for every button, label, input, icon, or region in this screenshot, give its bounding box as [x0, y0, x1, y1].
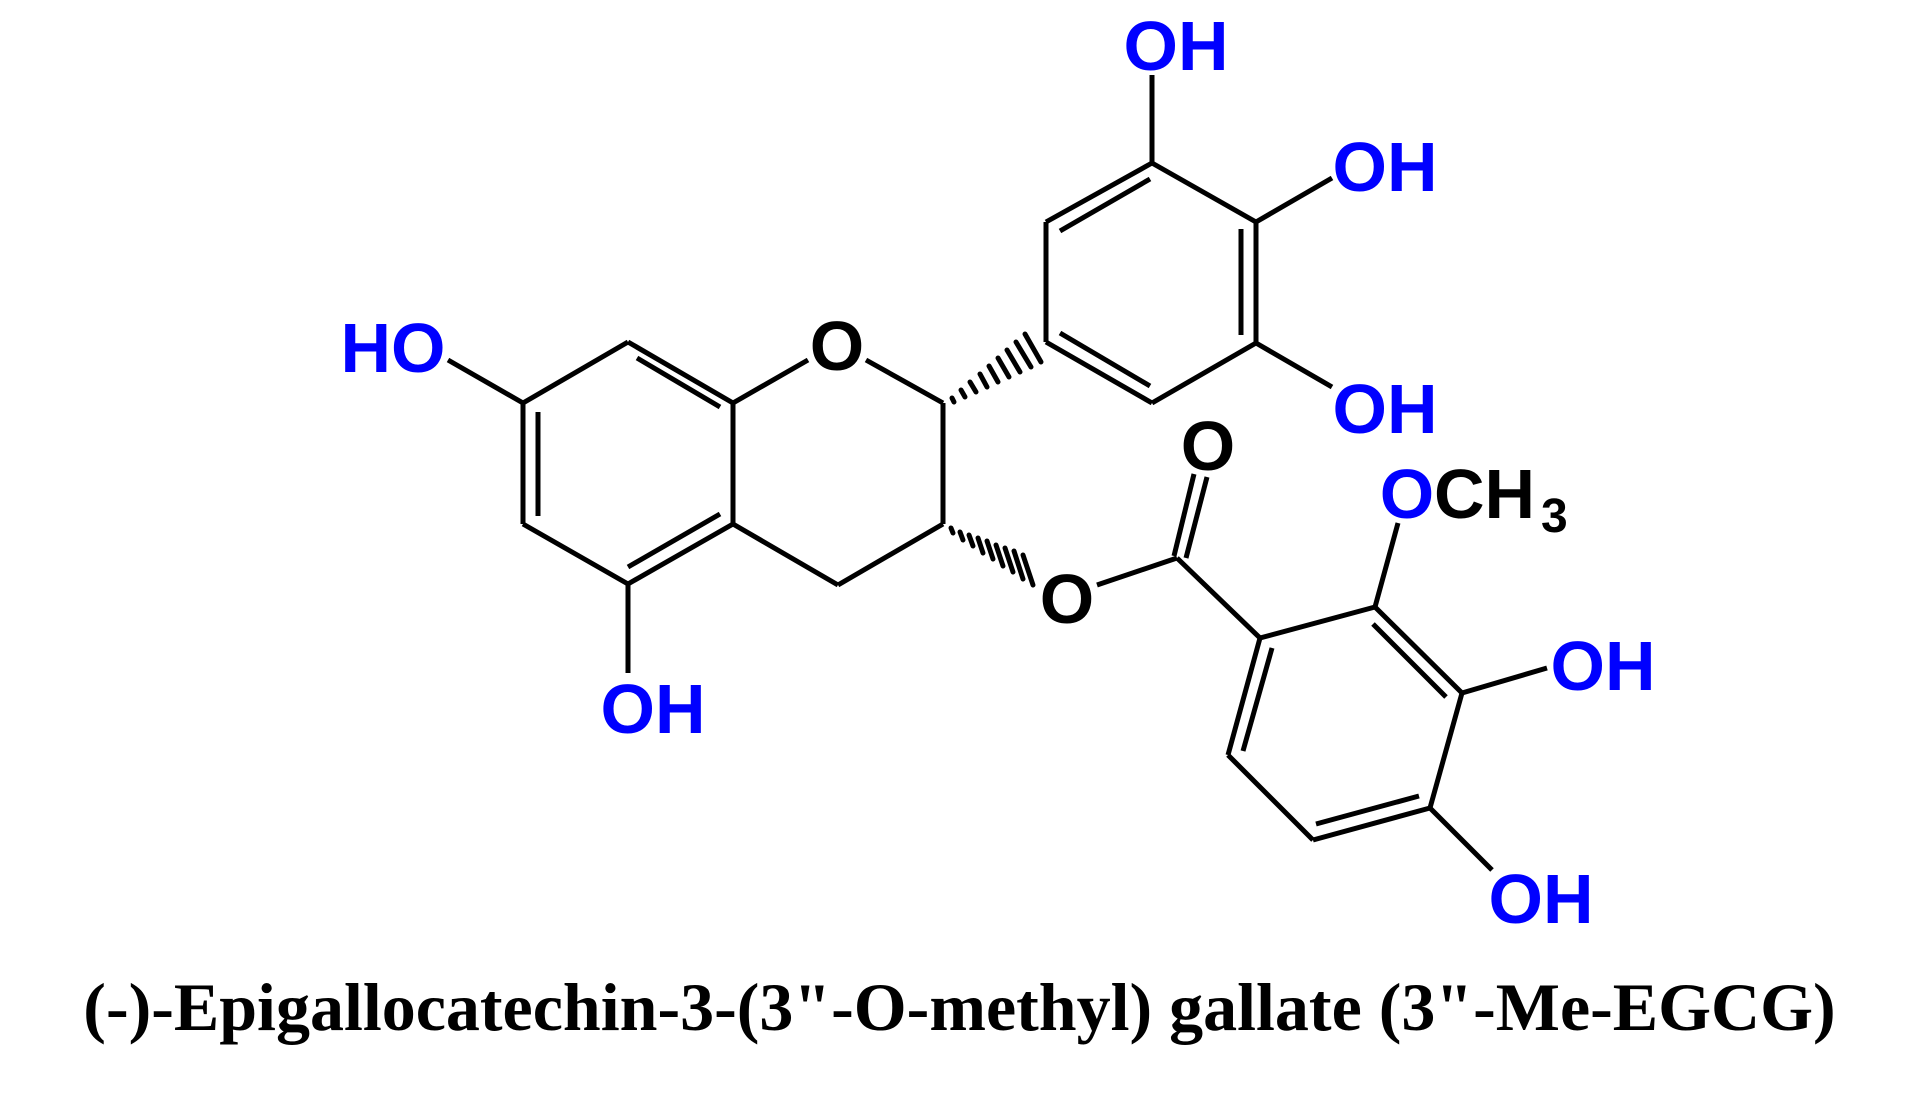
- b-ring-4-hydroxyl-label: OH: [1333, 128, 1438, 206]
- compound-name-caption: (-)-Epigallocatechin-3-(3"-O-methyl) gal…: [83, 969, 1836, 1045]
- c3-hashed-wedge: [948, 525, 1036, 588]
- a-ring-substituents: [446, 357, 631, 673]
- methoxy-ch-label: CH: [1434, 455, 1535, 533]
- a-ring-5-hydroxyl-label: OH: [601, 670, 706, 748]
- b-ring-3-hydroxyl-label: OH: [1124, 7, 1229, 85]
- gallate-ring: [1225, 522, 1548, 872]
- chemical-structure: HO OH O OH OH OH O O O CH 3 OH OH: [341, 7, 1656, 938]
- methoxy-oxygen-label: O: [1380, 455, 1434, 533]
- c-ring: [731, 357, 946, 588]
- ring-oxygen-label: O: [810, 307, 864, 385]
- a-ring-7-hydroxyl-label: HO: [341, 309, 446, 387]
- gallate-4-hydroxyl-label: OH: [1489, 860, 1594, 938]
- c2-hashed-wedge: [949, 331, 1044, 405]
- b-ring: [1043, 75, 1334, 406]
- ester-linkage: [1096, 473, 1262, 640]
- carbonyl-oxygen-label: O: [1181, 407, 1235, 485]
- ester-oxygen-label: O: [1040, 560, 1094, 638]
- b-ring-5-hydroxyl-label: OH: [1333, 370, 1438, 448]
- a-ring: [520, 339, 736, 587]
- methoxy-subscript-label: 3: [1541, 490, 1568, 543]
- gallate-3-hydroxyl-label: OH: [1551, 627, 1656, 705]
